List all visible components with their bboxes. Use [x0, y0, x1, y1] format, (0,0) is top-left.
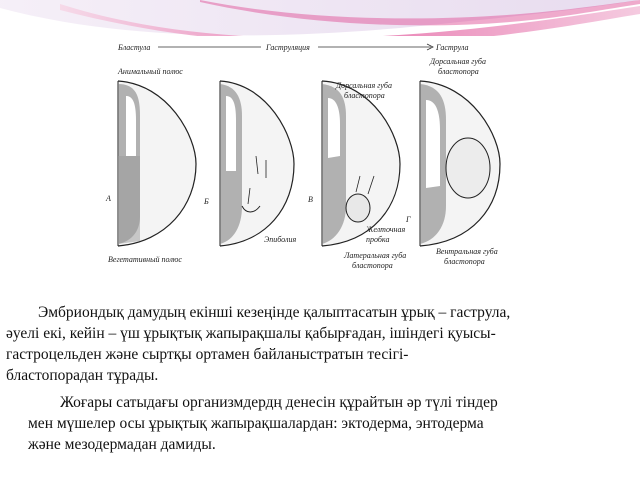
label-lateral-lip: Латеральная губа — [343, 251, 406, 260]
paragraph1-line2: әуелі екі, кейін – үш ұрықтық жапырақшал… — [6, 325, 496, 342]
embryo-a — [117, 80, 197, 247]
gastrulation-diagram: Бластула Гаструляция Гаструла Анимальный… — [96, 36, 516, 276]
paragraph1-line4: бластопорадан тұрады. — [6, 367, 159, 384]
label-epiboly: Эпиболия — [264, 235, 296, 244]
paragraph-gastrula-definition: Эмбриондық дамудың екінші кезеңінде қалы… — [6, 302, 638, 386]
label-vegetative-pole: Вегетативный полюс — [108, 255, 182, 264]
label-lateral-lip-b: бластопора — [352, 261, 393, 270]
paragraph2-line2: мен мүшелер осы ұрықтық жапырақшалардан:… — [28, 415, 484, 432]
paragraph1-line1: Эмбриондық дамудың екінші кезеңінде қалы… — [38, 304, 511, 321]
embryo-g — [419, 80, 501, 247]
label-animal-pole: Анимальный полюс — [117, 67, 183, 76]
label-blastula: Бластула — [117, 43, 150, 52]
embryo-b — [219, 80, 295, 247]
label-dorsal-lip-1: Дорсальная губа — [335, 81, 392, 90]
label-ventral-lip-b: бластопора — [444, 257, 485, 266]
label-gastrulation: Гаструляция — [265, 43, 310, 52]
label-yolk-plug-b: пробка — [366, 235, 389, 244]
label-stage-g: Г — [405, 215, 411, 224]
embryo-v — [321, 80, 401, 247]
label-dorsal-lip-2b: бластопора — [438, 67, 479, 76]
paragraph-germ-layers: Жоғары сатыдағы организмдердң денесін құ… — [28, 392, 628, 455]
label-dorsal-lip-2: Дорсальная губа — [429, 57, 486, 66]
paragraph2-line3: және мезодермадан дамиды. — [28, 436, 216, 453]
label-stage-a: А — [105, 194, 111, 203]
label-gastrula: Гаструла — [435, 43, 469, 52]
paragraph1-line3: гастроцельден және сыртқы ортамен байлан… — [6, 346, 409, 363]
paragraph2-line1: Жоғары сатыдағы организмдердң денесін құ… — [60, 394, 498, 411]
label-yolk-plug: Желточная — [365, 225, 406, 234]
label-stage-b: Б — [203, 197, 209, 206]
embryo-stages-drawing: Бластула Гаструляция Гаструла Анимальный… — [105, 43, 501, 270]
label-stage-v: В — [308, 195, 313, 204]
label-ventral-lip: Вентральная губа — [436, 247, 498, 256]
label-dorsal-lip-1b: бластопора — [344, 91, 385, 100]
arrow-head — [426, 43, 434, 51]
